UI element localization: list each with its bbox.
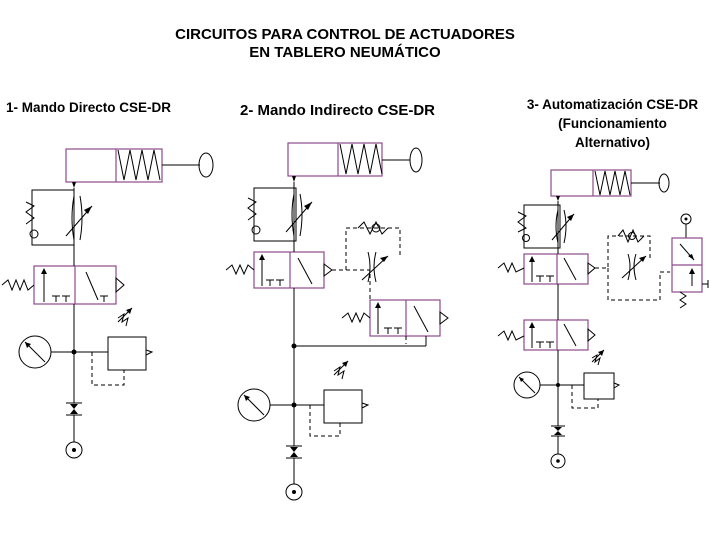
diagram-title-line-1: CIRCUITOS PARA CONTROL DE ACTUADORES [175, 26, 515, 43]
pressure-regulator-1 [74, 307, 154, 386]
cylinder-2 [287, 142, 423, 182]
pressure-gauge-3 [513, 371, 560, 399]
pressure-gauge-1 [18, 335, 77, 369]
main-supply-line-3 [550, 201, 566, 469]
air-source-3 [550, 453, 566, 469]
valve-3-2-main-3 [497, 253, 596, 285]
valve-3-2-1 [1, 265, 125, 305]
valve-3-2-pilot-2 [341, 299, 449, 344]
main-supply-line-2 [285, 182, 427, 501]
pilot-line-3 [595, 235, 670, 301]
pressure-regulator-2 [294, 360, 370, 437]
circuit-3-heading-line-3: Alternativo) [574, 135, 650, 150]
circuit-2-heading: 2- Mando Indirecto CSE-DR [240, 102, 436, 119]
pilot-line-2 [332, 227, 401, 300]
throttle-valve-2 [361, 251, 389, 283]
pressure-gauge-2 [237, 388, 297, 422]
circuit-3-heading-line-2: (Funcionamiento [558, 116, 667, 131]
pressure-regulator-3 [558, 349, 621, 409]
flow-control-valve-3 [517, 204, 575, 249]
roller-valve-3 [671, 213, 709, 309]
throttle-valve-3 [621, 253, 647, 281]
circuit-1 [1, 148, 214, 459]
air-source-2 [285, 483, 303, 501]
circuit-3-heading-line-1: 3- Automatización CSE-DR [526, 97, 699, 112]
valve-3-2-pilot-3 [497, 319, 596, 351]
diagram-title-line-2: EN TABLERO NEUMÁTICO [249, 44, 441, 61]
check-valve-2 [357, 220, 389, 236]
air-source-1 [65, 441, 83, 459]
circuit-2 [225, 142, 449, 501]
cylinder-3 [550, 169, 670, 201]
flow-control-valve-2 [247, 187, 313, 242]
circuit-3 [497, 169, 709, 469]
cylinder-1 [65, 148, 214, 188]
circuit-1-heading: 1- Mando Directo CSE-DR [6, 100, 172, 115]
check-valve-3 [617, 228, 645, 244]
valve-3-2-main-2 [225, 251, 333, 289]
flow-control-valve-1 [25, 189, 93, 246]
main-supply-line-1 [65, 188, 83, 459]
